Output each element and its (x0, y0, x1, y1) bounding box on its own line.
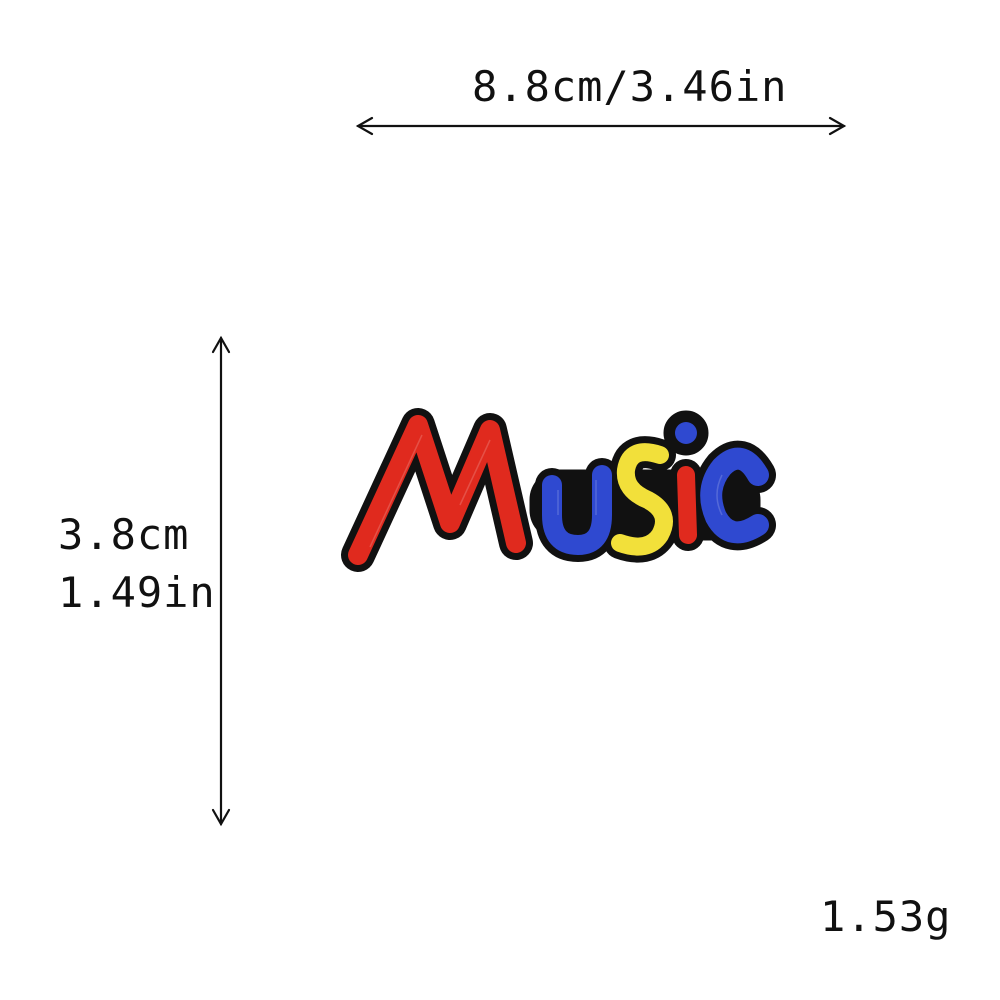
width-arrow (355, 116, 847, 136)
letter-m (348, 415, 526, 565)
weight-label: 1.53g (820, 892, 952, 941)
height-arrow (211, 335, 231, 827)
height-cm-label: 3.8cm (58, 510, 190, 559)
letter-s (611, 443, 673, 556)
letter-c (700, 447, 769, 544)
height-in-label: 1.49in (58, 568, 216, 617)
letter-u (542, 465, 612, 555)
letter-i (677, 466, 697, 544)
stitch-texture (369, 434, 723, 548)
letter-i-dot (675, 422, 697, 444)
width-dimension-label: 8.8cm/3.46in (472, 62, 788, 111)
music-patch-image (341, 408, 776, 572)
